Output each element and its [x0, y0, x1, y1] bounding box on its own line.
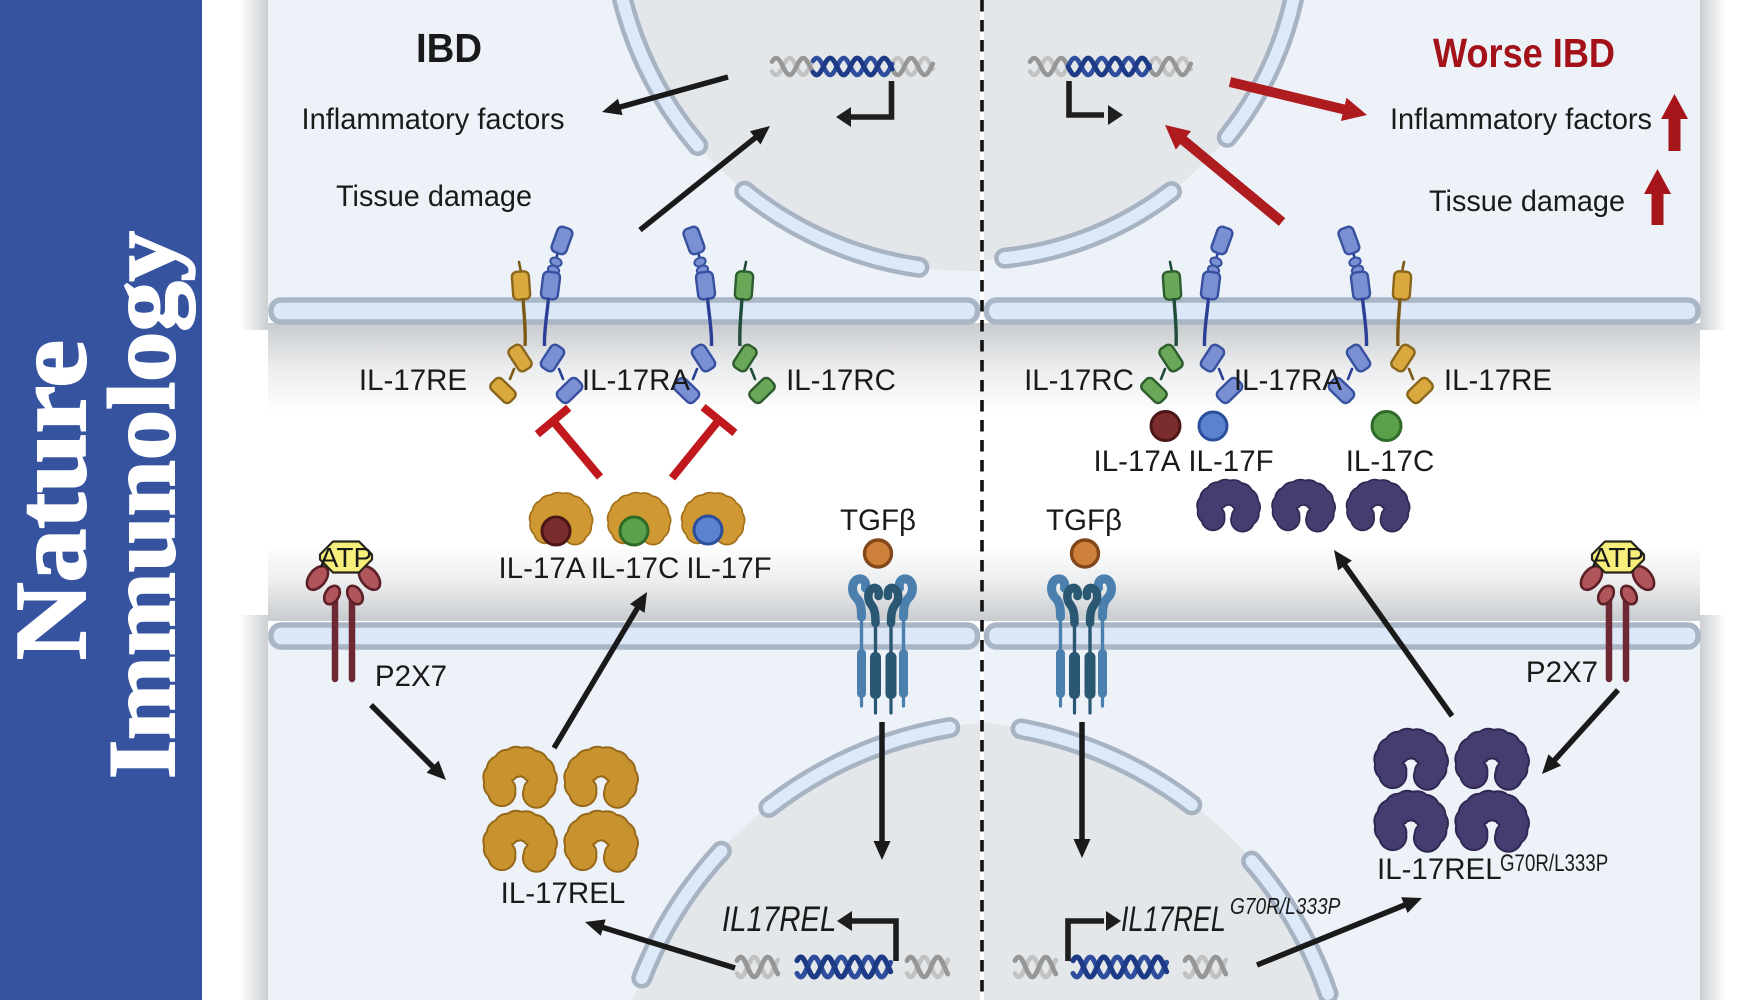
svg-text:IL-17RE: IL-17RE	[1444, 364, 1552, 397]
svg-text:G70R/L333P: G70R/L333P	[1230, 894, 1340, 919]
svg-text:IL-17C: IL-17C	[591, 552, 680, 585]
svg-text:IL-17A: IL-17A	[499, 552, 586, 585]
svg-text:Tissue damage: Tissue damage	[336, 180, 532, 213]
svg-text:Tissue damage: Tissue damage	[1429, 185, 1625, 218]
svg-text:IL-17F: IL-17F	[1188, 445, 1273, 478]
svg-text:IL-17REL: IL-17REL	[1377, 853, 1502, 886]
svg-text:IL-17RC: IL-17RC	[786, 364, 896, 397]
svg-text:TGFβ: TGFβ	[1046, 504, 1122, 537]
svg-text:IL-17RE: IL-17RE	[359, 364, 467, 397]
svg-text:IL-17A: IL-17A	[1094, 445, 1181, 478]
svg-text:IL-17RA: IL-17RA	[1234, 364, 1343, 397]
svg-text:IL17REL: IL17REL	[1121, 900, 1226, 939]
svg-text:P2X7: P2X7	[1526, 656, 1598, 689]
svg-text:IL-17REL: IL-17REL	[501, 877, 626, 910]
svg-text:Immunology: Immunology	[89, 231, 195, 779]
svg-text:IL-17F: IL-17F	[686, 552, 771, 585]
svg-text:IBD: IBD	[416, 25, 482, 71]
svg-text:IL-17RA: IL-17RA	[582, 364, 691, 397]
svg-text:TGFβ: TGFβ	[840, 504, 916, 537]
svg-text:Worse IBD: Worse IBD	[1433, 30, 1615, 76]
svg-text:Nature: Nature	[0, 340, 108, 660]
svg-text:IL-17RC: IL-17RC	[1024, 364, 1134, 397]
svg-text:IL17REL: IL17REL	[722, 900, 836, 939]
svg-text:G70R/L333P: G70R/L333P	[1500, 850, 1608, 877]
svg-text:ATP: ATP	[1592, 542, 1644, 573]
svg-text:P2X7: P2X7	[375, 660, 447, 693]
svg-text:ATP: ATP	[320, 542, 372, 573]
svg-text:Inflammatory factors: Inflammatory factors	[1390, 103, 1652, 136]
svg-text:Inflammatory factors: Inflammatory factors	[302, 103, 565, 136]
svg-text:IL-17C: IL-17C	[1346, 445, 1435, 478]
